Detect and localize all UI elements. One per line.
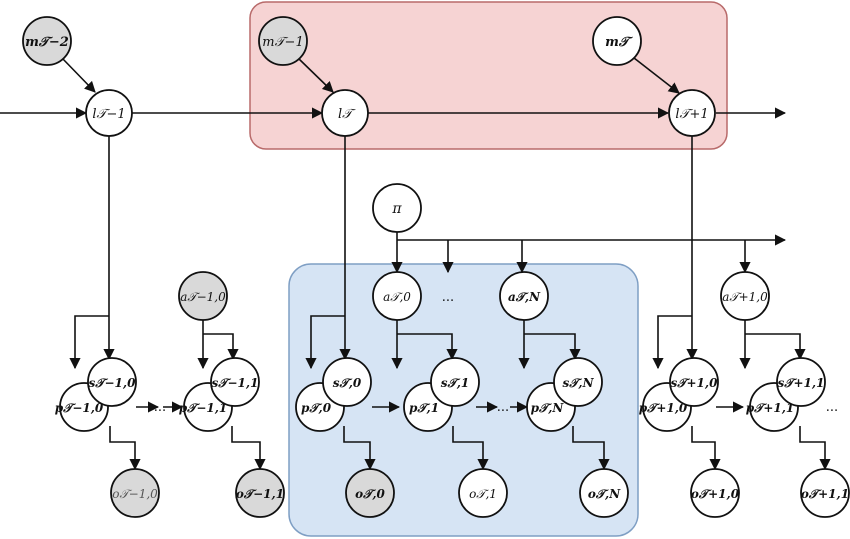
node-m-T-minus-1: m𝒯−1 bbox=[258, 16, 308, 66]
node-label: o𝒯,0 bbox=[355, 487, 385, 501]
node-s-T-0: s𝒯,0 bbox=[322, 357, 372, 407]
node-label: p𝒯+1,0 bbox=[639, 401, 688, 415]
node-label: π bbox=[391, 201, 402, 217]
node-label: p𝒯−1,0 bbox=[55, 401, 104, 415]
node-l-T: l𝒯 bbox=[321, 89, 369, 137]
node-l-T-plus-1: l𝒯+1 bbox=[668, 89, 716, 137]
node-label: s𝒯+1,0 bbox=[671, 376, 719, 390]
node-m-T-minus-2: m𝒯−2 bbox=[22, 16, 72, 66]
node-label: a𝒯+1,0 bbox=[722, 290, 768, 304]
node-label: o𝒯+1,0 bbox=[691, 487, 740, 501]
node-s-T-N: s𝒯,N bbox=[553, 357, 603, 407]
node-s-T-minus-1-0: s𝒯−1,0 bbox=[87, 357, 137, 407]
node-label: p𝒯,1 bbox=[409, 401, 439, 415]
node-label: a𝒯,N bbox=[508, 290, 541, 304]
node-o-T-N: o𝒯,N bbox=[579, 468, 629, 518]
node-a-T-0: a𝒯,0 bbox=[372, 271, 422, 321]
node-label: a𝒯−1,0 bbox=[180, 290, 226, 304]
node-label: l𝒯 bbox=[338, 107, 356, 122]
node-label: m𝒯−1 bbox=[262, 35, 303, 50]
node-label: o𝒯,N bbox=[588, 487, 621, 501]
ellipsis: ... bbox=[442, 290, 454, 305]
node-label: a𝒯,0 bbox=[383, 290, 411, 304]
node-pi: π bbox=[372, 183, 422, 233]
node-label: l𝒯+1 bbox=[675, 107, 708, 122]
node-label: p𝒯,N bbox=[531, 401, 565, 415]
ellipsis: ... bbox=[154, 400, 166, 415]
ellipsis: ... bbox=[497, 400, 509, 415]
node-a-T-plus-1-0: a𝒯+1,0 bbox=[720, 271, 770, 321]
node-label: s𝒯,N bbox=[562, 376, 594, 390]
node-label: l𝒯−1 bbox=[92, 107, 125, 122]
node-label: o𝒯,1 bbox=[469, 487, 497, 501]
node-s-T-plus-1-0: s𝒯+1,0 bbox=[669, 357, 719, 407]
node-o-T-plus-1-0: o𝒯+1,0 bbox=[690, 468, 740, 518]
node-label: p𝒯,0 bbox=[301, 401, 332, 415]
node-o-T-minus-1-0: o𝒯−1,0 bbox=[110, 468, 160, 518]
node-s-T-1: s𝒯,1 bbox=[430, 357, 480, 407]
node-label: o𝒯+1,1 bbox=[801, 487, 849, 501]
node-o-T-plus-1-1: o𝒯+1,1 bbox=[800, 468, 850, 518]
node-label: s𝒯,0 bbox=[333, 376, 362, 390]
node-a-T-minus-1-0: a𝒯−1,0 bbox=[178, 271, 228, 321]
node-label: s𝒯,1 bbox=[441, 376, 469, 390]
node-label: s𝒯−1,1 bbox=[212, 376, 259, 390]
node-label: m𝒯 bbox=[605, 35, 634, 50]
node-m-T: m𝒯 bbox=[592, 16, 642, 66]
ellipsis: ... bbox=[826, 400, 838, 415]
node-o-T-1: o𝒯,1 bbox=[458, 468, 508, 518]
node-label: s𝒯−1,0 bbox=[89, 376, 137, 390]
node-label: o𝒯−1,0 bbox=[112, 487, 158, 501]
node-label: p𝒯+1,1 bbox=[746, 401, 795, 415]
node-o-T-0: o𝒯,0 bbox=[345, 468, 395, 518]
node-label: p𝒯−1,1 bbox=[179, 401, 228, 415]
node-label: o𝒯−1,1 bbox=[236, 487, 284, 501]
node-o-T-minus-1-1: o𝒯−1,1 bbox=[235, 468, 285, 518]
edges bbox=[0, 57, 831, 471]
node-l-T-minus-1: l𝒯−1 bbox=[85, 89, 133, 137]
node-a-T-N: a𝒯,N bbox=[499, 271, 549, 321]
node-s-T-minus-1-1: s𝒯−1,1 bbox=[210, 357, 260, 407]
node-label: m𝒯−2 bbox=[25, 35, 69, 50]
node-s-T-plus-1-1: s𝒯+1,1 bbox=[776, 357, 826, 407]
node-label: s𝒯+1,1 bbox=[778, 376, 825, 390]
